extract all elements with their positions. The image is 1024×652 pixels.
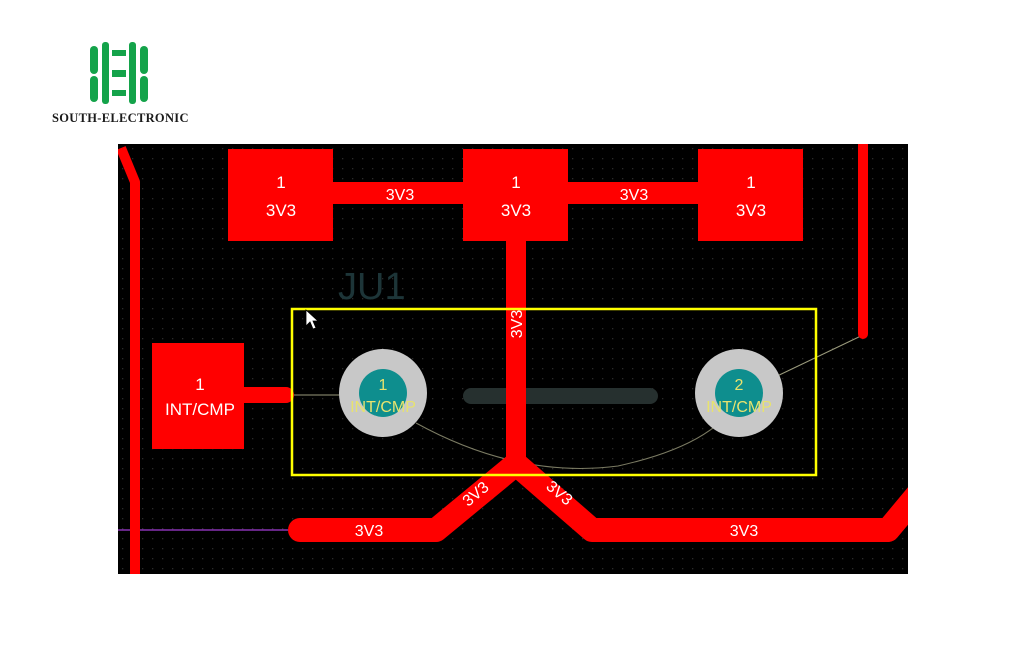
via-net-label: INT/CMP xyxy=(350,399,416,416)
track-net-label: 3V3 xyxy=(355,523,384,540)
via[interactable] xyxy=(695,349,783,437)
brand-name: SOUTH-ELECTRONIC xyxy=(52,111,189,125)
brand-logo: SOUTH-ELECTRONIC xyxy=(52,42,202,126)
smd-pad[interactable] xyxy=(228,149,333,241)
track-net-label: 3V3 xyxy=(509,310,526,339)
track-net-label: 3V3 xyxy=(730,523,759,540)
ratsnest-line-right xyxy=(772,334,864,379)
smd-pad[interactable] xyxy=(152,343,244,449)
selection-box[interactable] xyxy=(290,307,818,477)
pad-number: 1 xyxy=(511,173,520,192)
pad-number: 1 xyxy=(195,375,204,394)
track-net-label: 3V3 xyxy=(620,187,649,204)
pad-net-label: INT/CMP xyxy=(165,400,235,419)
pad-net-label: 3V3 xyxy=(736,201,766,220)
track-bottom-right xyxy=(504,452,908,542)
pad-net-label: 3V3 xyxy=(266,201,296,220)
via[interactable] xyxy=(339,349,427,437)
via-number: 1 xyxy=(379,377,388,394)
track-bottom-left xyxy=(288,452,528,542)
pad-net-label: 3V3 xyxy=(501,201,531,220)
mouse-pointer-icon xyxy=(305,309,320,330)
smd-pad[interactable] xyxy=(463,149,568,241)
pcb-canvas[interactable]: 1 3V3 1 3V3 1 3V3 1 INT/CMP 3V3 3V3 3V3 … xyxy=(118,144,908,574)
via-number: 2 xyxy=(735,377,744,394)
component-designator: JU1 xyxy=(338,266,406,308)
track-left-edge xyxy=(118,146,140,574)
track-net-label: 3V3 xyxy=(386,187,415,204)
smd-pad[interactable] xyxy=(698,149,803,241)
via-net-label: INT/CMP xyxy=(706,399,772,416)
pad-number: 1 xyxy=(276,173,285,192)
south-electronic-logo-icon xyxy=(90,42,148,104)
pad-number: 1 xyxy=(746,173,755,192)
